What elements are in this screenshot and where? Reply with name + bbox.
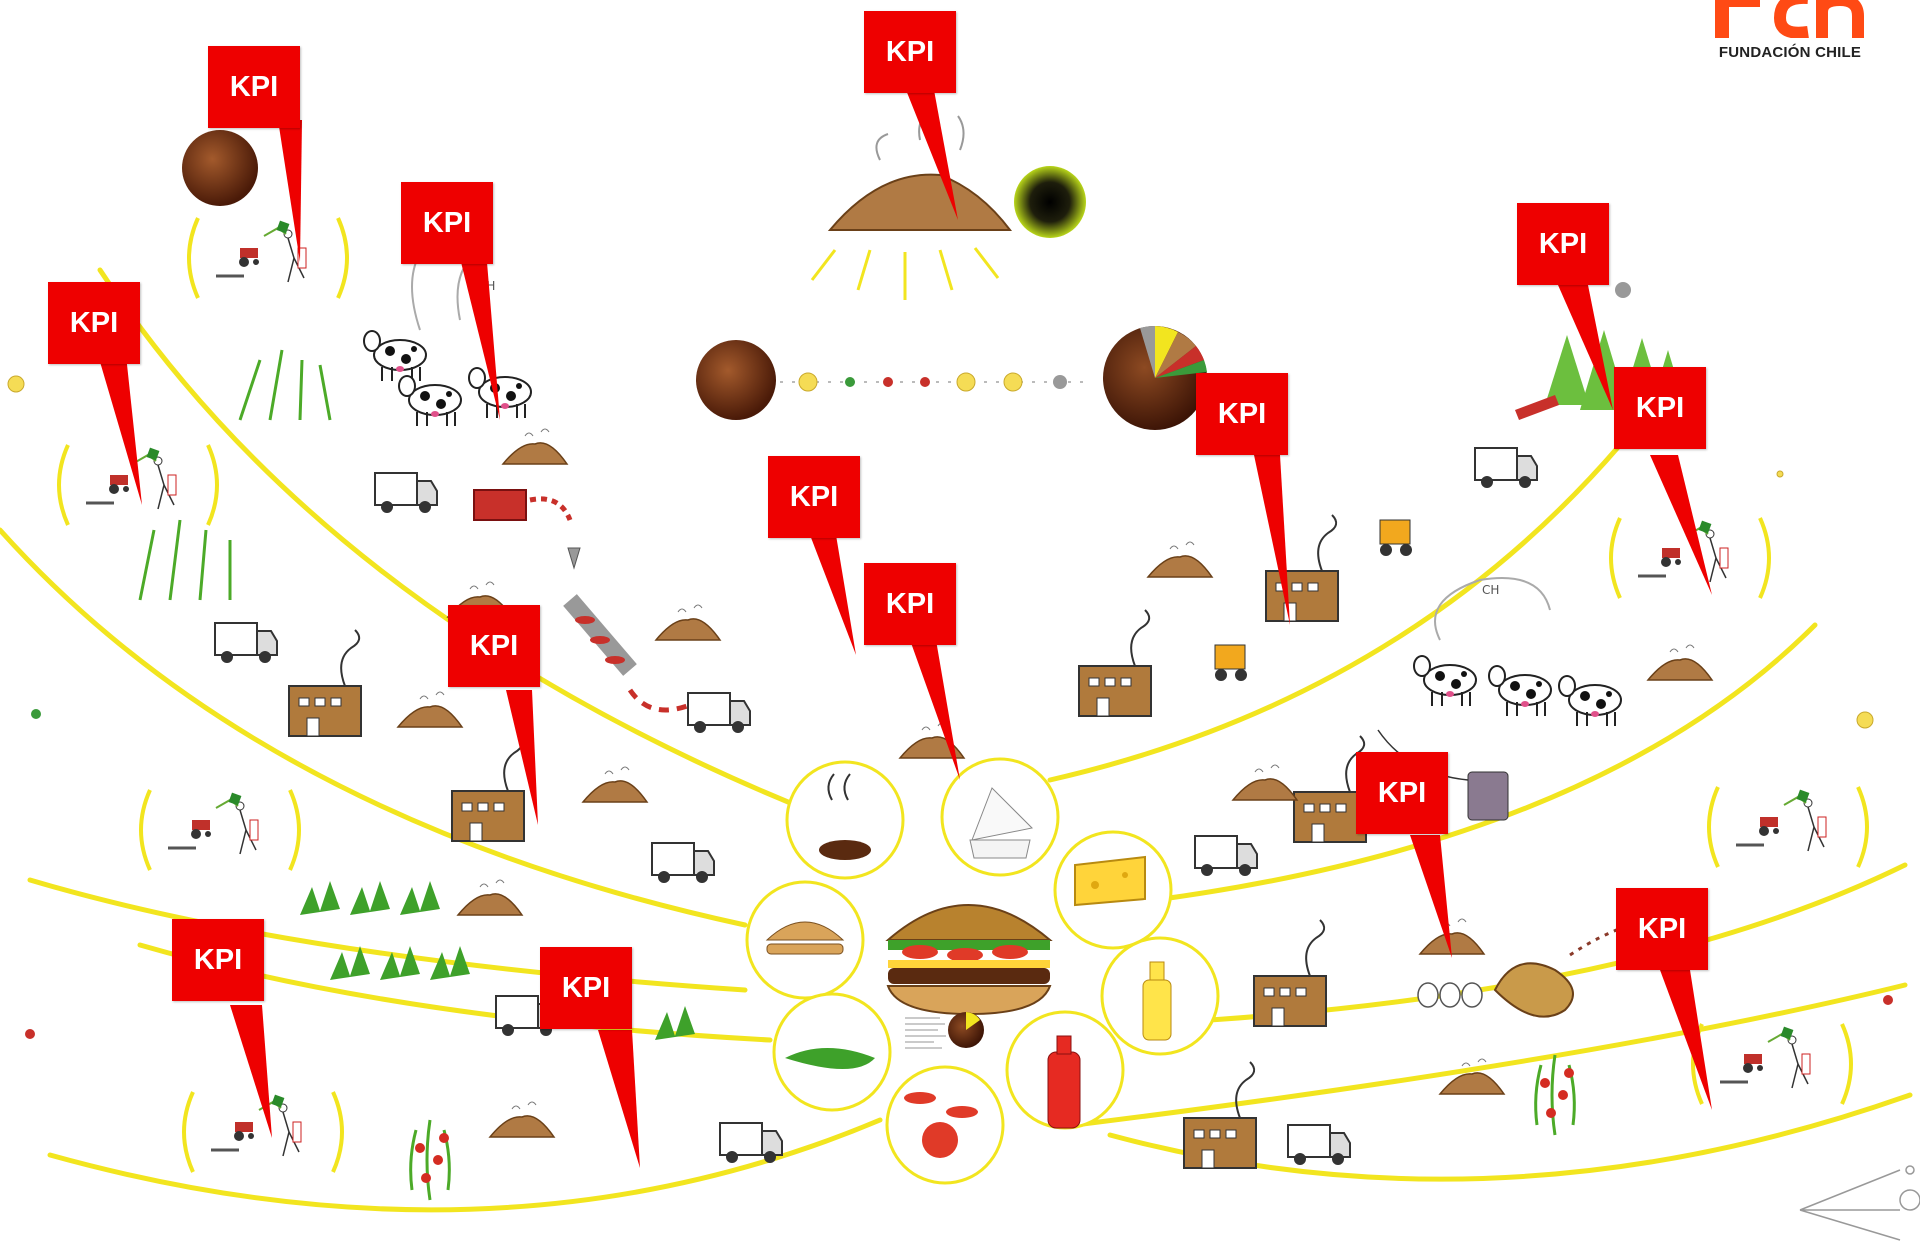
kpi-label[interactable]: KPI xyxy=(1614,367,1706,449)
sphere-sequence xyxy=(182,130,1207,430)
kpi-label[interactable]: KPI xyxy=(208,46,300,128)
cow-icon xyxy=(363,330,1622,727)
expand-arrows-icon xyxy=(1799,1165,1920,1241)
burger-icon xyxy=(885,904,1053,1016)
eggs-icon xyxy=(1417,982,1483,1008)
chicken-icon xyxy=(1493,923,1631,1018)
kpi-label[interactable]: KPI xyxy=(540,947,632,1029)
methane-label-right: CH xyxy=(1482,583,1499,597)
tomato-plant-right xyxy=(1534,1053,1576,1137)
lettuce-leaf-icon xyxy=(785,1048,875,1069)
kpi-label[interactable]: KPI xyxy=(1356,752,1448,834)
kpi-label[interactable]: KPI xyxy=(1196,373,1288,455)
cheese-icon xyxy=(1074,855,1146,907)
pie-chart-icon xyxy=(1103,325,1207,430)
kpi-label[interactable]: KPI xyxy=(864,11,956,93)
farm-left-mid xyxy=(139,788,301,872)
methane-clouds xyxy=(411,221,1551,641)
kpi-pointers xyxy=(98,90,1712,1168)
chainsaw-icon xyxy=(1515,395,1559,420)
patty-circle xyxy=(785,760,905,880)
bun-icon xyxy=(765,921,845,955)
patty-icon xyxy=(819,773,871,860)
decor-dots xyxy=(7,282,1893,1039)
fch-logo-mark-icon xyxy=(1715,0,1864,38)
kpi-label[interactable]: KPI xyxy=(1517,203,1609,285)
forklift-icon xyxy=(1214,519,1412,681)
kpi-label[interactable]: KPI xyxy=(864,563,956,645)
curves xyxy=(0,267,1913,1213)
kpi-label[interactable]: KPI xyxy=(401,182,493,264)
tiny-note-lines xyxy=(905,1017,946,1049)
tomato-icon xyxy=(904,1092,978,1158)
mini-pie-icon xyxy=(948,1012,984,1048)
crops xyxy=(138,349,332,601)
farm-top-left xyxy=(187,216,349,300)
sauce-bottle-icon xyxy=(1047,1035,1081,1129)
kpi-label[interactable]: KPI xyxy=(448,605,540,687)
lettuce-icon xyxy=(300,881,695,1040)
tomato-plant-left xyxy=(409,1118,451,1202)
packaging-icon xyxy=(969,787,1034,859)
fundacion-chile-logo: FUNDACIÓN CHILE xyxy=(1700,0,1880,70)
kpi-label[interactable]: KPI xyxy=(1616,888,1708,970)
kpi-label[interactable]: KPI xyxy=(48,282,140,364)
kpi-label[interactable]: KPI xyxy=(172,919,264,1001)
farm-right-mid xyxy=(1707,785,1869,869)
meat-processing xyxy=(473,489,691,713)
farm-bottom-right xyxy=(1691,1022,1853,1106)
kpi-label[interactable]: KPI xyxy=(768,456,860,538)
oil-bottle-icon xyxy=(1142,961,1172,1041)
logo-text: FUNDACIÓN CHILE xyxy=(1718,44,1862,61)
compost-sun-illustration xyxy=(810,109,1086,300)
